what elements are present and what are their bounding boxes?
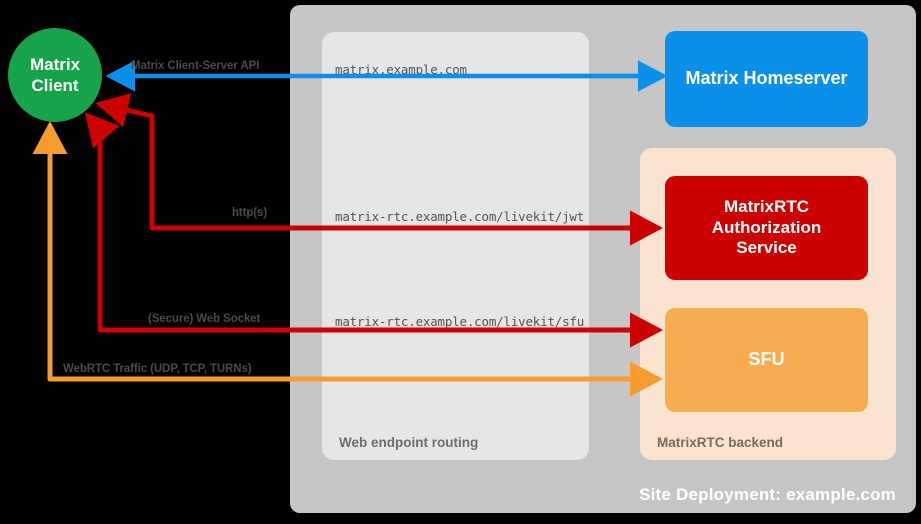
matrix-client-line-2: Client (31, 76, 79, 95)
label-matrix-client-server-api: Matrix Client-Server API (131, 60, 260, 72)
node-matrix-client[interactable]: Matrix Client (8, 28, 102, 122)
auth-line-2: Authorization (711, 217, 822, 237)
node-matrixrtc-authorization-service[interactable]: MatrixRTC Authorization Service (665, 176, 868, 280)
endpoint-livekit-sfu-label: matrix-rtc.example.com/livekit/sfu (335, 314, 585, 329)
group-matrixrtc-backend-title: MatrixRTC backend (657, 435, 784, 450)
node-sfu-label: SFU (748, 349, 785, 370)
node-matrixrtc-authorization-service-label: MatrixRTC Authorization Service (712, 197, 822, 259)
group-web-endpoint-routing: Web endpoint routing (322, 32, 589, 460)
matrix-client-line-1: Matrix (29, 54, 81, 74)
auth-line-1: MatrixRTC (723, 196, 809, 216)
node-sfu[interactable]: SFU (665, 308, 868, 412)
auth-line-3: Service (736, 238, 797, 258)
endpoint-matrix-label: matrix.example.com (335, 62, 467, 77)
label-webrtc-traffic: WebRTC Traffic (UDP, TCP, TURNs) (63, 363, 252, 375)
group-web-endpoint-routing-title: Web endpoint routing (339, 435, 479, 450)
label-secure-web-socket: (Secure) Web Socket (148, 313, 261, 325)
endpoint-livekit-jwt-label: matrix-rtc.example.com/livekit/jwt (335, 209, 585, 224)
node-matrix-homeserver[interactable]: Matrix Homeserver (665, 31, 868, 127)
label-https: http(s) (232, 207, 268, 219)
site-deployment-label: Site Deployment: example.com (639, 485, 896, 504)
node-matrix-homeserver-label: Matrix Homeserver (685, 68, 848, 89)
